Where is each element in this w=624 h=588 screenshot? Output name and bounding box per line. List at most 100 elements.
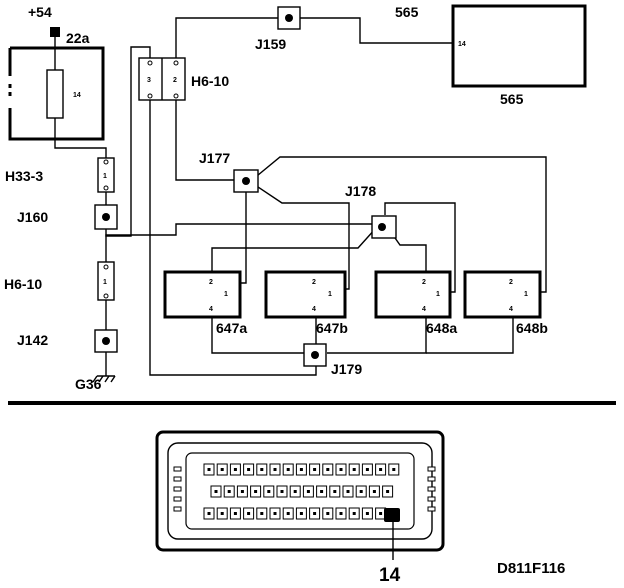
splice-j179: J179 <box>303 343 362 377</box>
component-565: 14 565 565 <box>395 4 587 107</box>
latch-rib <box>427 486 436 492</box>
connector-pin-dot <box>326 512 330 515</box>
latch-rib <box>173 476 182 482</box>
connector-pin-dot <box>386 490 390 493</box>
ground-g36: G36 <box>75 375 116 392</box>
j178-label: J178 <box>345 183 376 199</box>
svg-text:1: 1 <box>524 291 528 298</box>
latch-rib <box>427 476 436 482</box>
h33-3-label: H33-3 <box>5 168 43 184</box>
connector-pin-dot <box>313 512 317 515</box>
connector-pin-dot <box>313 468 317 471</box>
j160-label: J160 <box>17 209 48 225</box>
565-top-label: 565 <box>395 4 419 20</box>
splice-j178: J178 <box>345 183 397 239</box>
component-648a: 2 1 4 648a <box>374 270 457 336</box>
648a-label: 648a <box>426 320 457 336</box>
pin-14-highlight <box>384 508 400 522</box>
svg-text:3: 3 <box>147 77 151 84</box>
connector-pin-dot <box>233 512 237 515</box>
connector-pin-dot <box>392 468 396 471</box>
connector-pin-dot <box>365 512 369 515</box>
j179-label: J179 <box>331 361 362 377</box>
connector-pin-dot <box>359 490 363 493</box>
terminal-plus54: +54 <box>28 4 60 37</box>
splice-j160: J160 <box>17 204 118 230</box>
connector-pin-dot <box>227 490 231 493</box>
connector-pin-grid <box>203 463 400 520</box>
latch-rib <box>173 496 182 502</box>
648b-label: 648b <box>516 320 548 336</box>
connector-face-view: 14 <box>155 430 445 586</box>
connector-pin-dot <box>260 468 264 471</box>
h6-10-left-label: H6-10 <box>4 276 42 292</box>
connector-pin-dot <box>207 468 211 471</box>
connector-pin-dot <box>233 468 237 471</box>
connector-pin-dot <box>293 490 297 493</box>
pin-14-callout: 14 <box>379 565 401 586</box>
svg-text:4: 4 <box>209 306 213 313</box>
connector-pin-dot <box>240 490 244 493</box>
connector-pin-dot <box>306 490 310 493</box>
connector-pin-dot <box>339 468 343 471</box>
svg-text:4: 4 <box>312 306 316 313</box>
figure-id: D811F116 <box>497 560 565 577</box>
splice-j142: J142 <box>17 329 118 353</box>
22a-label: 22a <box>66 30 90 46</box>
latch-rib <box>173 506 182 512</box>
connector-pin-dot <box>207 512 211 515</box>
latch-rib <box>427 496 436 502</box>
svg-text:1: 1 <box>436 291 440 298</box>
connector-pin-dot <box>260 512 264 515</box>
svg-text:4: 4 <box>422 306 426 313</box>
connector-pin-dot <box>372 490 376 493</box>
565-bottom-label: 565 <box>500 91 524 107</box>
connector-pin-dot <box>326 468 330 471</box>
connector-pin-dot <box>352 468 356 471</box>
svg-text:14: 14 <box>458 41 466 48</box>
svg-text:2: 2 <box>422 279 426 286</box>
connector-pin-dot <box>379 512 383 515</box>
latch-rib <box>173 466 182 472</box>
connector-pin-dot <box>299 468 303 471</box>
h6-10-top-label: H6-10 <box>191 73 229 89</box>
connector-pin-dot <box>339 512 343 515</box>
latch-rib <box>173 486 182 492</box>
connector-pin-dot <box>214 490 218 493</box>
latch-rib <box>427 506 436 512</box>
svg-text:1: 1 <box>103 279 107 286</box>
connector-pin-dot <box>286 512 290 515</box>
connector-pin-dot <box>220 512 224 515</box>
connector-pin-dot <box>365 468 369 471</box>
connector-pin-dot <box>247 512 251 515</box>
connector-pin-dot <box>333 490 337 493</box>
component-647b: 2 1 4 647b <box>264 270 348 336</box>
svg-text:2: 2 <box>312 279 316 286</box>
j159-label: J159 <box>255 36 286 52</box>
svg-text:2: 2 <box>509 279 513 286</box>
connector-pin-dot <box>273 468 277 471</box>
svg-text:1: 1 <box>224 291 228 298</box>
connector-pin-dot <box>254 490 258 493</box>
svg-text:2: 2 <box>173 77 177 84</box>
connector-pin-dot <box>273 512 277 515</box>
connector-pin-dot <box>286 468 290 471</box>
splice-j159: J159 <box>255 6 301 52</box>
connector-pin-dot <box>320 490 324 493</box>
latch-rib <box>427 466 436 472</box>
component-647a: 2 1 4 647a <box>163 270 247 336</box>
j142-label: J142 <box>17 332 48 348</box>
647b-label: 647b <box>316 320 348 336</box>
g36-label: G36 <box>75 376 102 392</box>
connector-pin-dot <box>280 490 284 493</box>
connector-h6-10-left: 1 H6-10 <box>4 261 115 301</box>
connector-h33-3: 1 H33-3 <box>5 157 115 193</box>
connector-pin-dot <box>247 468 251 471</box>
647a-label: 647a <box>216 320 247 336</box>
connector-pin-dot <box>346 490 350 493</box>
svg-text:2: 2 <box>209 279 213 286</box>
wires <box>54 17 547 376</box>
svg-text:1: 1 <box>328 291 332 298</box>
connector-pin-dot <box>267 490 271 493</box>
